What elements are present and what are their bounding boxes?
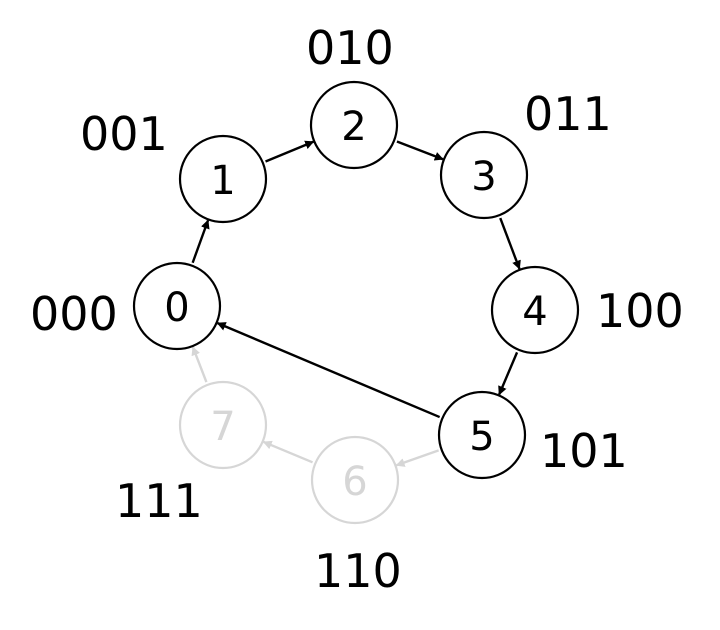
state-node-4: 4 — [490, 265, 580, 355]
edges — [191, 140, 521, 467]
edge-7-to-0 — [191, 346, 208, 383]
binary-code-1: 001 — [80, 107, 168, 161]
state-node-label: 4 — [522, 289, 547, 335]
edge-0-to-1 — [191, 219, 210, 264]
state-node-3: 3 — [439, 130, 529, 220]
binary-code-2: 010 — [306, 21, 394, 75]
edge-6-to-7 — [262, 440, 313, 464]
state-node-2: 2 — [309, 80, 399, 170]
state-node-circle — [178, 380, 268, 470]
state-node-circle — [178, 134, 268, 224]
nodes: 0 1 2 3 4 5 6 7 — [132, 80, 580, 525]
state-node-label: 3 — [471, 154, 496, 200]
state-node-circle — [490, 265, 580, 355]
binary-code-5: 101 — [540, 424, 628, 478]
state-node-5: 5 — [437, 390, 527, 480]
state-node-label: 2 — [341, 104, 366, 150]
binary-code-7: 111 — [115, 474, 203, 528]
edge-4-to-5 — [498, 351, 519, 396]
state-node-0: 0 — [132, 261, 222, 351]
edge-2-to-3 — [396, 140, 444, 161]
edge-3-to-4 — [499, 217, 521, 270]
state-node-7: 7 — [178, 380, 268, 470]
state-node-label: 7 — [210, 404, 235, 450]
binary-code-6: 110 — [314, 544, 402, 598]
binary-code-4: 100 — [596, 284, 684, 338]
state-node-circle — [439, 130, 529, 220]
binary-code-3: 011 — [524, 87, 612, 141]
state-node-1: 1 — [178, 134, 268, 224]
edge-5-to-6 — [395, 449, 440, 467]
state-node-circle — [310, 435, 400, 525]
edge-1-to-2 — [265, 140, 315, 163]
binary-codes: 000 001 010 011 100 101 110 111 — [30, 21, 684, 598]
state-node-6: 6 — [310, 435, 400, 525]
state-node-label: 6 — [342, 459, 367, 505]
state-node-label: 5 — [469, 414, 494, 460]
state-node-circle — [132, 261, 222, 351]
edge-5-to-0 — [216, 322, 441, 419]
state-node-circle — [309, 80, 399, 170]
state-node-label: 1 — [210, 158, 235, 204]
binary-code-0: 000 — [30, 287, 118, 341]
state-node-circle — [437, 390, 527, 480]
state-node-label: 0 — [164, 285, 189, 331]
